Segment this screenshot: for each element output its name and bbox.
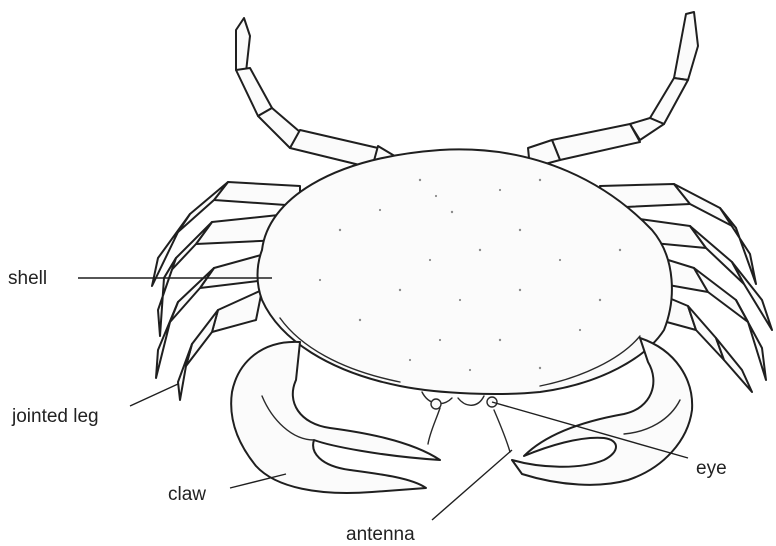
left-raised-leg bbox=[236, 18, 398, 176]
antenna-leader bbox=[432, 450, 512, 520]
jointed-leg-leader bbox=[130, 384, 178, 406]
label-claw: claw bbox=[168, 484, 206, 505]
right-raised-leg bbox=[528, 12, 698, 168]
antennae bbox=[428, 408, 510, 452]
label-jointed-leg: jointed leg bbox=[11, 406, 99, 427]
label-antenna: antenna bbox=[346, 524, 415, 545]
label-eye: eye bbox=[696, 458, 727, 479]
label-shell: shell bbox=[8, 268, 47, 289]
